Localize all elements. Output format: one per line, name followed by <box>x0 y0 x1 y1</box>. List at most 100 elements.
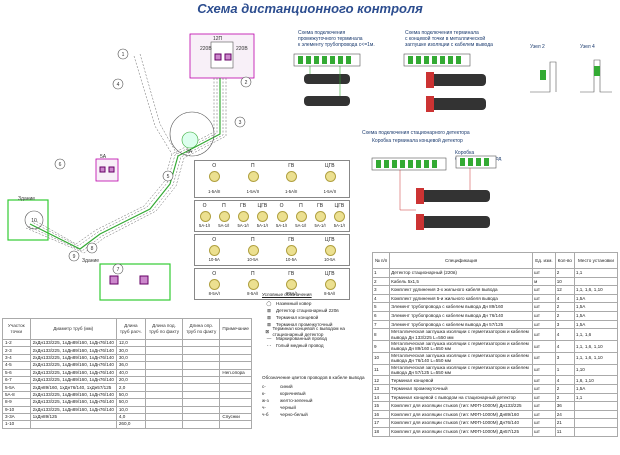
table-cell: 2 <box>371 276 391 287</box>
legend-item: ⊠Терминал концевой с выводом на стациона… <box>262 325 366 337</box>
table-cell: шт <box>532 375 556 385</box>
building-left-label: Здание <box>18 196 35 202</box>
terminal-label: 10-5А <box>208 257 220 262</box>
terminal-header: ГВ <box>288 271 295 277</box>
table-cell <box>144 420 184 429</box>
column-header: Место установки <box>573 252 619 269</box>
table-cell: 30,0 <box>115 346 146 355</box>
table-cell <box>219 420 252 429</box>
table-cell: Комплект удлинения 3-х жильного кабеля в… <box>389 285 534 295</box>
terminal-header: ЦГВ <box>334 203 345 209</box>
table-cell <box>182 420 221 429</box>
terminal-circle <box>295 211 307 222</box>
terminal-header: П <box>299 203 303 209</box>
detail-3-title: Схема подключения стационарного детектор… <box>362 130 470 136</box>
table-cell: 6-7 <box>2 375 31 385</box>
codes-title: Обозначение цветов проводов в кабеле выв… <box>262 375 365 380</box>
table-cell: 2-3 <box>2 346 31 355</box>
detail-1-drawing <box>293 53 361 106</box>
terminal-header: О <box>212 271 217 277</box>
column-header: Диаметр труб (мм) <box>29 318 117 340</box>
table-cell: Неп.опора <box>219 368 252 377</box>
table-cell <box>144 383 184 392</box>
code-key: ч-б <box>262 411 269 417</box>
table-cell: 1,1, 1,6 <box>573 328 619 341</box>
table-cell: Комплект для изоляции стыков (тип: МФП-1… <box>389 401 534 411</box>
table-cell: 2хДн133/225, 1хДн89/160, 1хДн76/140 <box>29 353 117 363</box>
table-cell <box>144 368 184 377</box>
table-cell: 24 <box>554 409 575 420</box>
terminal-circle <box>324 171 336 182</box>
table-cell: 2 <box>554 268 575 278</box>
column-header: Ед. изм. <box>532 252 556 269</box>
table-cell: шт <box>532 401 556 411</box>
table-cell: Терминал промежуточный <box>389 384 534 394</box>
table-cell: 3 <box>554 351 575 365</box>
terminal-circle <box>218 211 230 222</box>
table-cell <box>182 368 221 377</box>
table-cell <box>219 353 252 363</box>
table-cell: 1,1, 1,6, 1,10 <box>573 339 619 353</box>
legend-text: Терминал концевой с выводом на стационар… <box>272 325 345 337</box>
table-cell <box>182 361 221 370</box>
table-cell: Детектор стационарный (220в) <box>389 268 534 278</box>
table-cell: 9-10 <box>2 405 31 414</box>
legend-item: - -Голый медный провод <box>262 342 366 349</box>
terminal-circle <box>324 279 336 290</box>
table-cell: 11 <box>371 363 391 377</box>
table-cell: 40,0 <box>115 368 146 377</box>
terminal-header: П <box>222 203 226 209</box>
table-cell: 1,1 <box>573 392 619 403</box>
table-cell: 14 <box>371 392 391 403</box>
terminal-circle <box>286 245 298 256</box>
terminal-circle <box>257 211 269 222</box>
uzel-4-label: Узел 4 <box>580 44 595 50</box>
terminal-circle <box>315 211 327 222</box>
terminal-label: 10-5А <box>324 257 336 262</box>
table-cell <box>144 346 184 355</box>
table-cell: 18 <box>371 426 391 437</box>
table-cell <box>182 412 221 422</box>
table-cell: 2хДн133/225, 1хДн89/160, 1хДн76/140 <box>29 361 117 370</box>
column-header: № п/п <box>371 252 391 269</box>
legend-item: ◯Наземный ковер <box>262 300 366 307</box>
table-cell: 13 <box>371 384 391 394</box>
legend-symbol: ◯ <box>266 300 272 306</box>
column-header: Примечание <box>219 318 252 340</box>
code-key: ч- <box>262 404 266 410</box>
table-cell: 2 <box>554 384 575 394</box>
legend-symbol: ⊠ <box>267 314 271 320</box>
code-value: черный <box>280 404 296 410</box>
table-cell: 2хДн89/160, 1хДн76/140, 1хДн57/125 <box>29 383 117 392</box>
table-cell: 2 <box>554 310 575 321</box>
table-cell: 50,0 <box>115 390 146 400</box>
code-value: черно-белый <box>280 411 308 417</box>
legend-text: Терминал промежуточный <box>276 321 333 327</box>
table-cell: Терминал концевой с выводом на стационар… <box>389 392 534 403</box>
table-cell: шт <box>532 293 556 304</box>
table-cell: 4 <box>554 293 575 304</box>
callout-8: 8 <box>91 246 94 252</box>
table-cell <box>182 383 221 392</box>
building-bottom-label: Здание <box>82 258 99 264</box>
code-key: к- <box>262 390 266 396</box>
table-cell: м <box>532 276 556 287</box>
table-cell: 5-6 <box>2 368 31 377</box>
terminal-circle <box>199 211 211 222</box>
table-cell <box>144 361 184 370</box>
detail-3-drawing <box>371 155 497 230</box>
